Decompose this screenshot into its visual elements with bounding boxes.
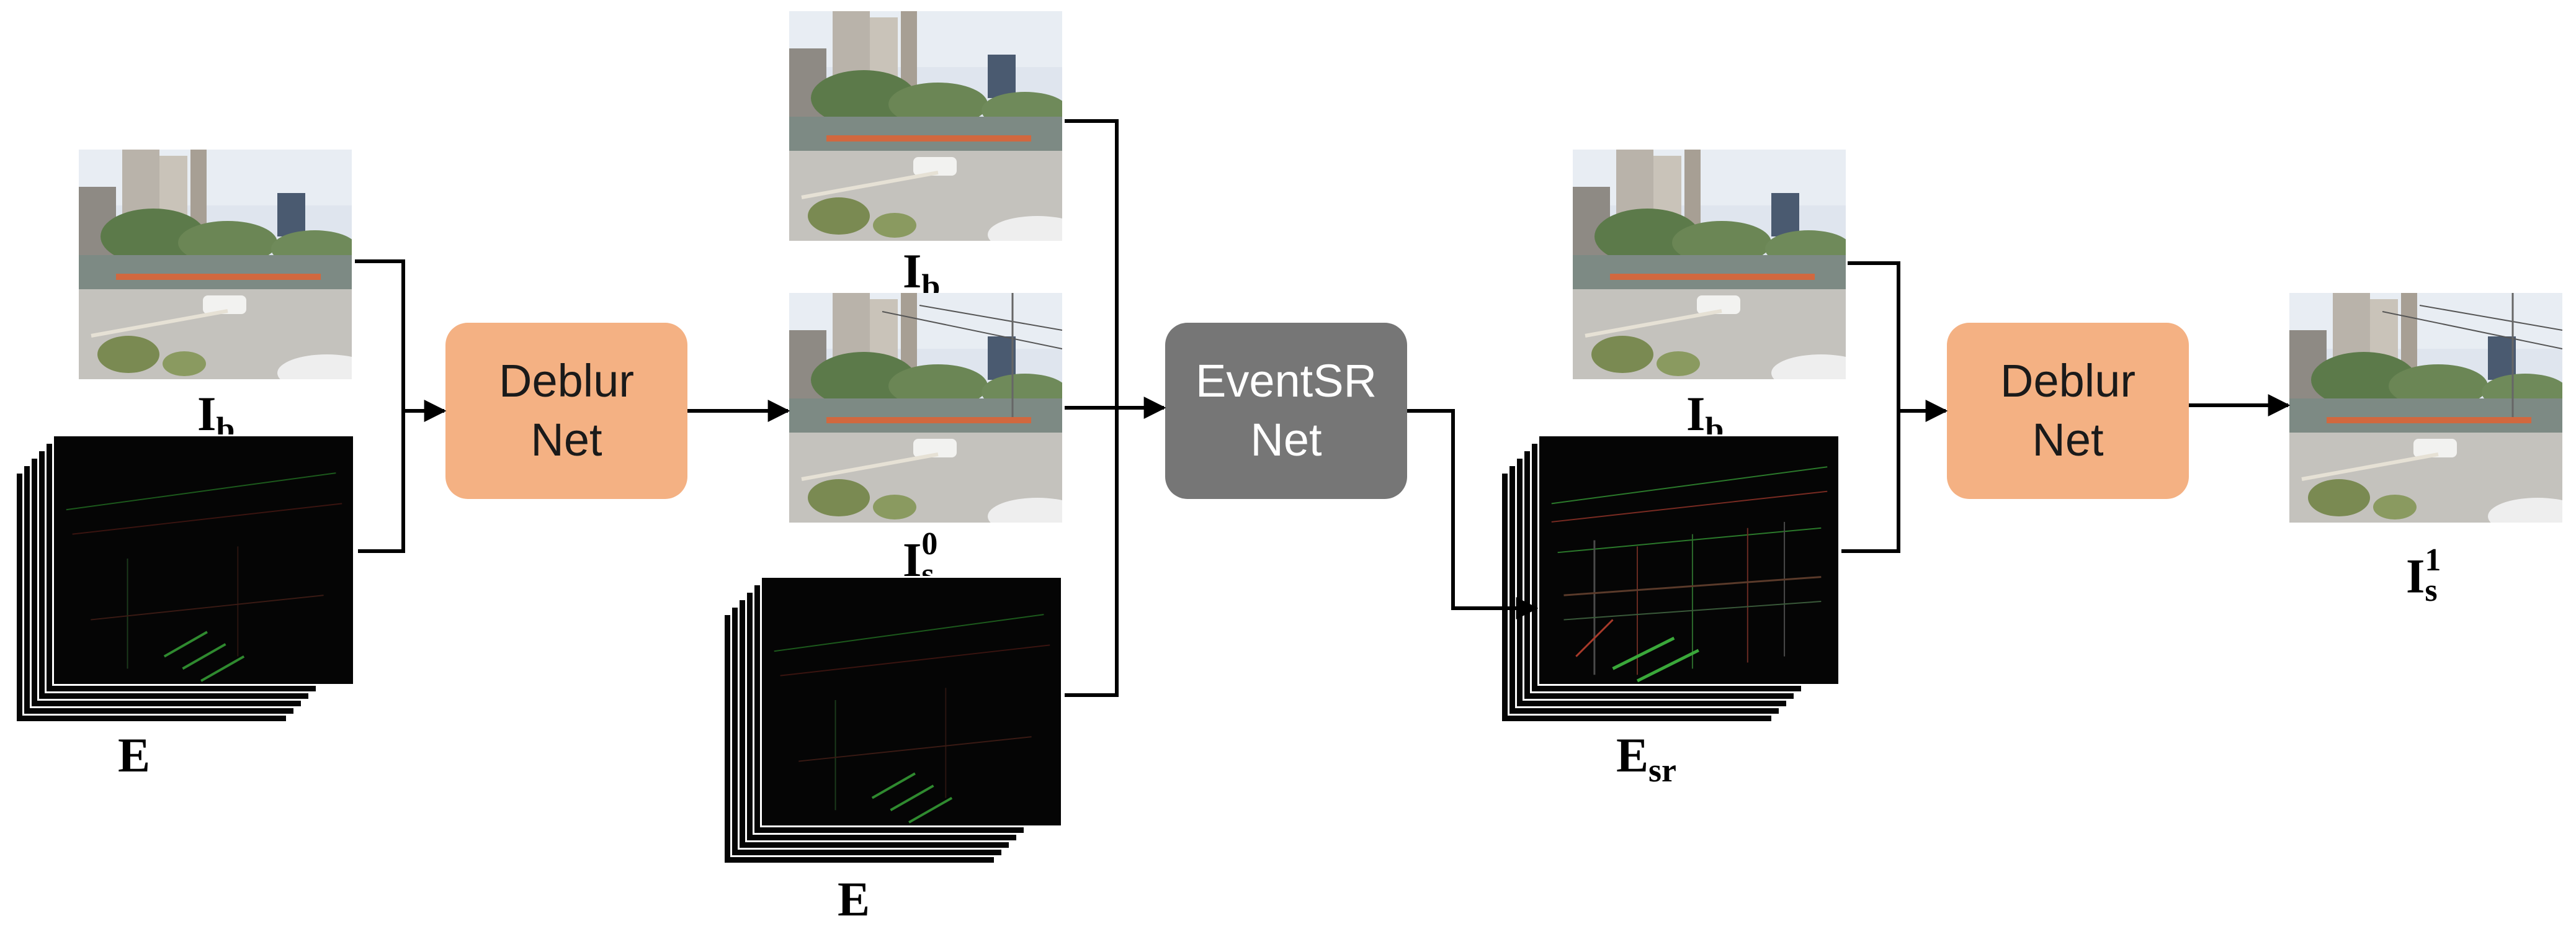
sharp-image-thumbnail-is1 — [2289, 293, 2562, 523]
label-esr: Esr — [1616, 728, 1677, 789]
deblur-net-1-line-1: Deblur — [499, 355, 634, 407]
deblur-net-1-line-2: Net — [530, 414, 602, 465]
event-stack-sr — [1500, 434, 1840, 723]
label-e-1: E — [118, 728, 151, 782]
eventsr-net-line-1: EventSR — [1195, 355, 1377, 407]
deblur-net-2-line-2: Net — [2032, 414, 2104, 465]
deblur-net-box-1: Deblur Net — [445, 323, 687, 499]
blurred-image-thumbnail-2 — [789, 11, 1062, 241]
event-stack-1 — [15, 434, 355, 723]
blurred-image-thumbnail-3 — [1573, 150, 1846, 379]
label-e-2: E — [838, 872, 870, 926]
sharp-image-thumbnail-is0 — [789, 293, 1062, 523]
eventsr-net-box: EventSR Net — [1165, 323, 1407, 499]
deblur-net-2-line-1: Deblur — [2000, 355, 2135, 407]
eventsr-net-line-2: Net — [1250, 414, 1322, 465]
event-stack-2 — [723, 576, 1063, 865]
blurred-image-thumbnail-1 — [79, 150, 352, 379]
deblur-net-box-2: Deblur Net — [1947, 323, 2189, 499]
